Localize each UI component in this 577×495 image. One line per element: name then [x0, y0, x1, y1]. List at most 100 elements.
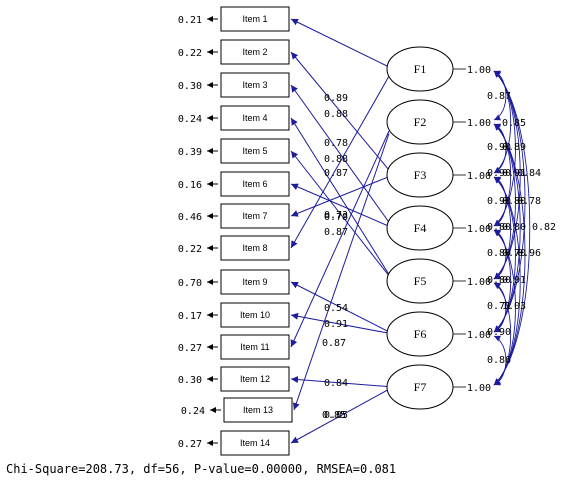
correlation-value: 0.70: [502, 248, 526, 259]
loading-value: 0.73: [324, 210, 348, 221]
factor-label: F3: [414, 168, 427, 182]
error-variance: 0.39: [178, 147, 202, 158]
loading-value: 0.54: [324, 303, 348, 314]
loading-value: 0.85: [324, 410, 348, 421]
error-variance: 0.24: [178, 114, 202, 125]
loading-value: 0.89: [324, 93, 348, 104]
loading-value: 0.88: [324, 154, 348, 165]
loading-value: 0.88: [324, 109, 348, 120]
item-label: Item 7: [242, 211, 267, 221]
item-node: Item 100.17: [178, 302, 290, 328]
item-box: [223, 397, 293, 423]
item-node: Item 12 0.30: [178, 366, 290, 392]
correlation-value: 0.87: [487, 91, 511, 102]
factor-label: F6: [414, 327, 427, 341]
item-label: Item 11: [240, 342, 269, 352]
item-node: Item 50.39: [178, 138, 290, 164]
item-node: Item 40.24: [178, 105, 290, 131]
loading-value: 0.85: [322, 410, 346, 421]
loading-path: [290, 281, 390, 333]
correlation-value: 1.03: [502, 301, 526, 312]
item-node: Item 8 0.22: [178, 235, 290, 261]
correlation-arc: [493, 335, 507, 386]
correlation-value: 0.91: [502, 168, 526, 179]
factor-label: F1: [414, 62, 427, 76]
factor-variance: 1.00: [467, 65, 491, 76]
error-variance: 0.46: [178, 212, 202, 223]
item-label: Item 6: [242, 179, 267, 189]
item-label: Item 12: [240, 374, 270, 384]
correlation-value: 0.90: [487, 327, 511, 338]
item-label: Item 9: [242, 277, 267, 287]
loading-path: [290, 18, 390, 68]
factor-variance: 1.00: [467, 277, 491, 288]
factor-variance: 1.00: [467, 330, 491, 341]
item-node: Item 10.21: [178, 6, 290, 32]
correlation-value: 0.85: [502, 118, 526, 129]
factor-variance: 1.00: [467, 224, 491, 235]
correlation-value: 0.86: [487, 355, 511, 366]
loading-value: 0.87: [322, 338, 346, 349]
item-box: [220, 39, 290, 65]
error-variance: 0.22: [178, 48, 202, 59]
correlation-value: 0.90: [487, 196, 511, 207]
item-box: [220, 430, 290, 456]
item-label: Item 2: [242, 47, 267, 57]
item-box: [220, 302, 290, 328]
item-box: [220, 171, 290, 197]
item-node: Item 14 0.27: [178, 430, 290, 456]
error-variance: 0.16: [178, 180, 202, 191]
correlation-value: 0.80: [502, 222, 526, 233]
item-box: [220, 138, 290, 164]
loading-path: [290, 51, 390, 171]
correlation-value: 0.90: [487, 168, 511, 179]
item-label: Item 8: [242, 243, 267, 253]
item-node: Item 7 0.46: [178, 203, 290, 229]
loading-path: [292, 133, 390, 411]
item-box: [220, 269, 290, 295]
correlation-value: 0.82: [532, 222, 556, 233]
error-variance: 0.27: [178, 439, 202, 450]
correlation-value: 0.71: [487, 301, 511, 312]
correlation-value: 0.89: [502, 142, 526, 153]
loading-path: [290, 117, 390, 275]
correlation-value: 0.91: [502, 275, 526, 286]
item-box: [220, 6, 290, 32]
item-label: Item 13: [243, 405, 273, 415]
item-node: Item 110.27: [178, 334, 290, 360]
correlation-labels: 0.870.850.900.890.900.910.840.900.800.78…: [487, 91, 556, 366]
loading-value: 0.78: [324, 212, 348, 223]
correlation-value: 0.80: [487, 248, 511, 259]
error-variance: 0.17: [178, 311, 202, 322]
error-variance: 0.21: [178, 15, 202, 26]
loading-path: [290, 84, 390, 223]
item-label: Item 14: [240, 438, 270, 448]
factor-node: F6 1.00: [386, 311, 491, 357]
error-variance: 0.30: [178, 375, 202, 386]
loading-value: 0.87: [324, 227, 348, 238]
correlation-value: 0.80: [502, 196, 526, 207]
loading-path: [290, 75, 390, 249]
loading-paths: [290, 18, 390, 444]
error-variance: 0.22: [178, 244, 202, 255]
correlation-value: 0.84: [517, 168, 541, 179]
loading-path: [290, 130, 390, 348]
loading-path: [290, 183, 390, 227]
loading-value: 0.78: [324, 138, 348, 149]
item-node: Item 2 0.22: [178, 39, 290, 65]
item-node: Item 30.30: [178, 72, 290, 98]
item-node: Item 130.24: [181, 397, 293, 423]
loading-labels: 0.890.880.870.850.780.730.880.870.870.78…: [322, 93, 348, 421]
correlation-value: 0.78: [517, 196, 541, 207]
error-variance: 0.70: [178, 278, 202, 289]
factor-variance: 1.00: [467, 118, 491, 129]
loading-path: [290, 388, 390, 444]
factor-variance: 1.00: [467, 383, 491, 394]
factor-node: F1 1.00: [386, 46, 491, 92]
